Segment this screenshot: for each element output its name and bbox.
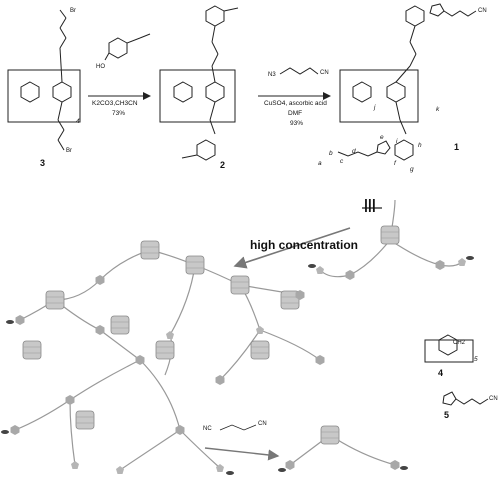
proton-label-c: c — [340, 158, 344, 165]
compound-3-structure — [7, 9, 81, 151]
pillar-units — [22, 225, 400, 445]
compound-1-label: 1 — [454, 142, 460, 152]
compound-4-structure — [424, 334, 474, 363]
proton-label-k: k — [436, 106, 440, 113]
succinonitrile-nc: NC — [203, 426, 212, 432]
ring-subscript-4-c3: 4 — [76, 118, 80, 125]
br-top-label: Br — [70, 8, 76, 14]
proton-label-b: b — [329, 150, 333, 157]
step1-yield: 73% — [112, 110, 126, 117]
compound-4-label: 4 — [438, 368, 444, 378]
phenyl-units — [10, 260, 445, 470]
proton-label-f: f — [394, 160, 396, 167]
compound-5-label: 5 — [444, 410, 450, 420]
phenol-reagent — [104, 33, 151, 61]
proton-label-g: g — [410, 166, 414, 173]
high-concentration-label: high concentration — [250, 238, 358, 252]
step1-conditions: K2CO3,CH3CN — [92, 100, 138, 107]
ch2-label-c4: CH2 — [453, 340, 466, 346]
triazole-units — [71, 258, 466, 474]
ring-subscript-5-c4: 5 — [474, 356, 478, 363]
proton-label-d: d — [352, 148, 356, 155]
compound-3-label: 3 — [40, 158, 46, 168]
step2-azide-label: N3 — [268, 72, 276, 78]
compound-1-structure — [337, 3, 477, 161]
proton-label-i: i — [396, 138, 398, 145]
proton-label-h: h — [418, 142, 422, 149]
cn-c5-label: CN — [489, 396, 498, 402]
step2-nitrile-label: CN — [320, 70, 329, 76]
dilution-arrow — [204, 447, 280, 461]
step2-yield: 93% — [290, 120, 304, 127]
high-concentration-arrow — [233, 227, 351, 269]
proton-label-a: a — [318, 160, 322, 167]
compound-2-structure — [159, 5, 239, 161]
phenol-ho-label: HO — [96, 64, 105, 70]
proton-label-j: j — [374, 104, 376, 111]
cn-c1-label: CN — [478, 8, 487, 14]
equivalence-symbol: ||| — [364, 196, 376, 212]
succinonitrile-structure — [219, 424, 257, 431]
compound-5-structure — [442, 391, 489, 406]
step2-conditions-line1: CuSO4, ascorbic acid — [264, 100, 327, 107]
step2-conditions-line2: DMF — [288, 110, 303, 117]
proton-label-e: e — [380, 134, 384, 141]
azide-reagent — [279, 67, 319, 75]
br-bottom-label: Br — [66, 148, 72, 154]
compound-2-label: 2 — [220, 160, 226, 170]
succinonitrile-cn: CN — [258, 421, 267, 427]
